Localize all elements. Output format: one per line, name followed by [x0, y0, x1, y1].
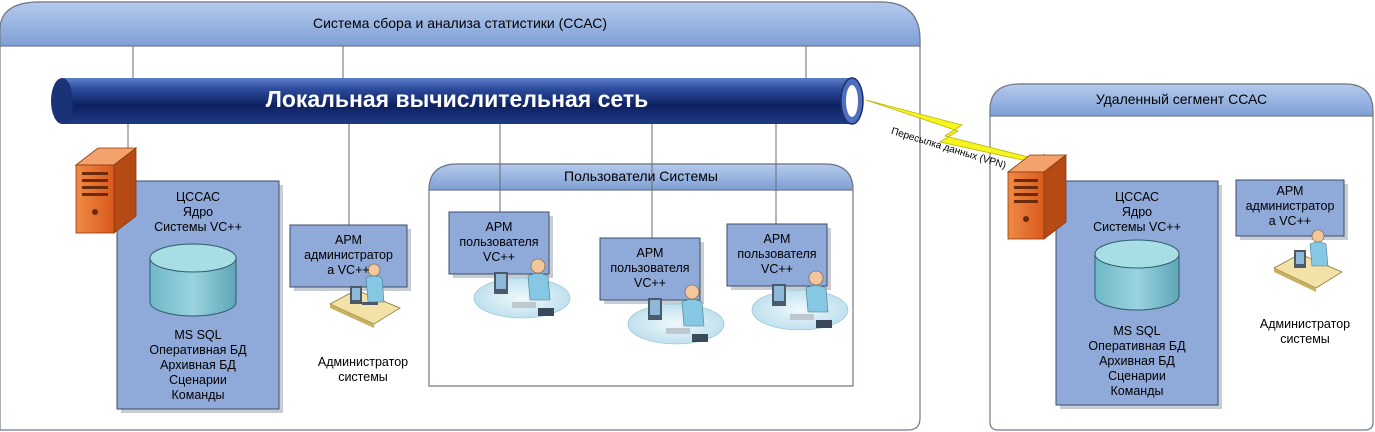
user-workstation-2-text: АРМ пользователя VC++ [610, 246, 690, 290]
operator-at-desk-icon [627, 284, 725, 345]
user-workstation-3-text: АРМ пользователя VC++ [737, 232, 817, 276]
database-cylinder-icon [1094, 239, 1180, 311]
operator-at-desk-icon [751, 270, 849, 331]
database-cylinder-icon [149, 243, 237, 317]
remote-server-top-text: ЦССАС Ядро Системы VC++ [1093, 190, 1181, 234]
remote-admin-workstation-box [1235, 179, 1348, 240]
users-group-title: Пользователи Системы [564, 168, 718, 184]
remote-admin-caption: Администратор системы [1259, 317, 1351, 346]
central-server-top-text: ЦССАС Ядро Системы VC++ [154, 190, 242, 234]
remote-admin-text: АРМ администратор а VC++ [1245, 184, 1335, 228]
user-workstation-1-text: АРМ пользователя VC++ [459, 220, 539, 264]
admin-caption: Администратор системы [317, 355, 409, 384]
operator-at-desk-icon [1273, 229, 1343, 292]
operator-at-desk-icon [473, 258, 571, 319]
central-server-bottom-text: MS SQL Оперативная БД Архивная БД Сценар… [149, 328, 247, 402]
remote-segment-title: Удаленный сегмент ССАС [1095, 91, 1268, 107]
admin-workstation-box [289, 224, 411, 291]
remote-server-bottom-text: MS SQL Оперативная БД Архивная БД Сценар… [1088, 324, 1186, 398]
network-label: Локальная вычислительная сеть [265, 86, 649, 112]
network-pipe [51, 77, 864, 125]
user-workstation-2-box [599, 237, 704, 304]
operator-at-desk-icon [329, 263, 401, 328]
admin-workstation-text: АРМ администратор а VC++ [304, 233, 393, 277]
server-tower-icon [1006, 154, 1068, 240]
main-system-title: Система сбора и анализа статистики (ССАС… [312, 15, 608, 31]
connection-lines [127, 46, 807, 238]
server-tower-icon [74, 147, 138, 234]
